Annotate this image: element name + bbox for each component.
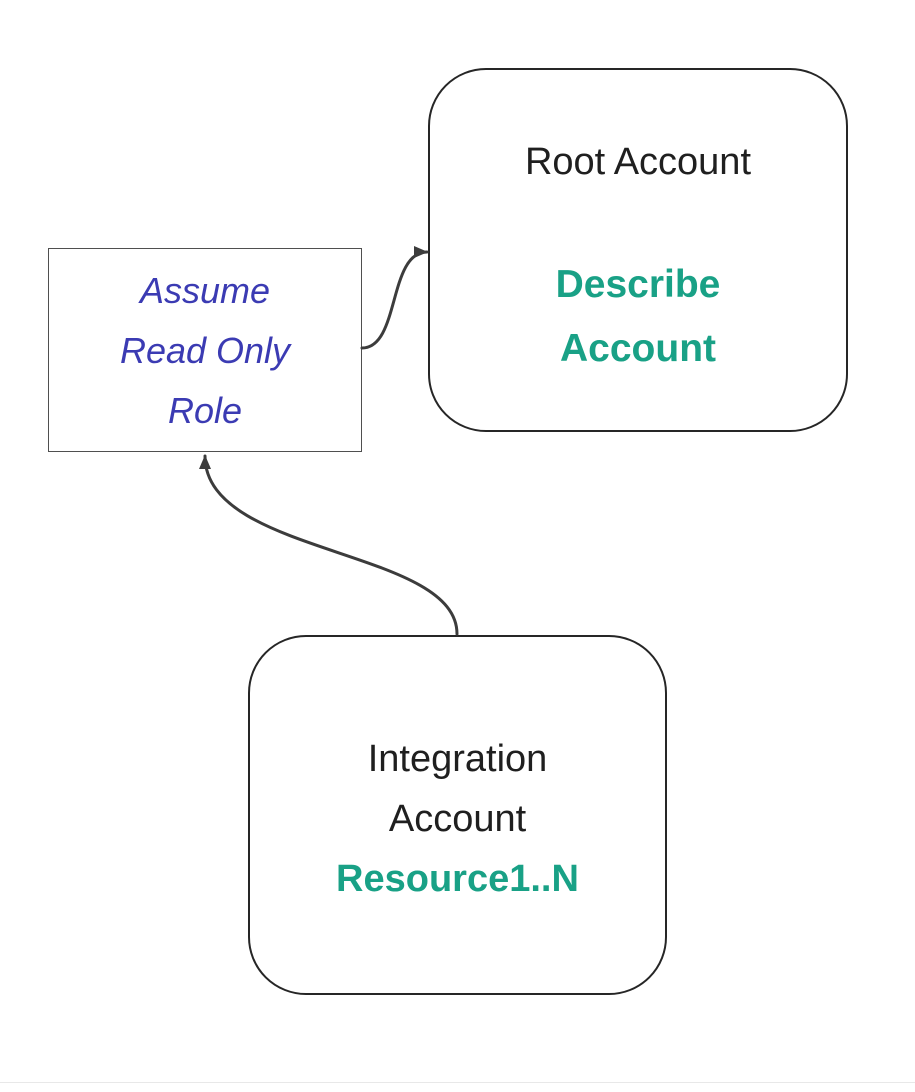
integration-account-label: Integration Account Resource1..N (250, 729, 665, 909)
assume-role-line1: Assume (139, 270, 271, 311)
integration-account-node[interactable]: Integration Account Resource1..N (248, 635, 667, 995)
root-account-action-line2: Account (560, 327, 716, 370)
root-account-action-line1: Describe (555, 263, 721, 306)
connector-integration-account-to-assume-role[interactable] (199, 454, 459, 636)
assume-read-only-role-node[interactable]: Assume Read Only Role (48, 248, 362, 452)
assume-role-label: Assume Read Only Role (49, 261, 361, 441)
integration-account-title-line2: Account (388, 798, 527, 840)
integration-account-resources: Resource1..N (336, 858, 579, 900)
assume-role-line3: Role (167, 390, 243, 431)
page-bottom-divider (0, 1082, 915, 1083)
integration-account-title-line1: Integration (367, 738, 548, 780)
connector-assume-role-to-root-account[interactable] (360, 246, 429, 350)
root-account-node[interactable]: Root Account Describe Account (428, 68, 848, 432)
assume-role-line2: Read Only (119, 330, 291, 371)
root-account-action: Describe Account (430, 253, 846, 381)
root-account-title: Root Account (524, 141, 752, 183)
